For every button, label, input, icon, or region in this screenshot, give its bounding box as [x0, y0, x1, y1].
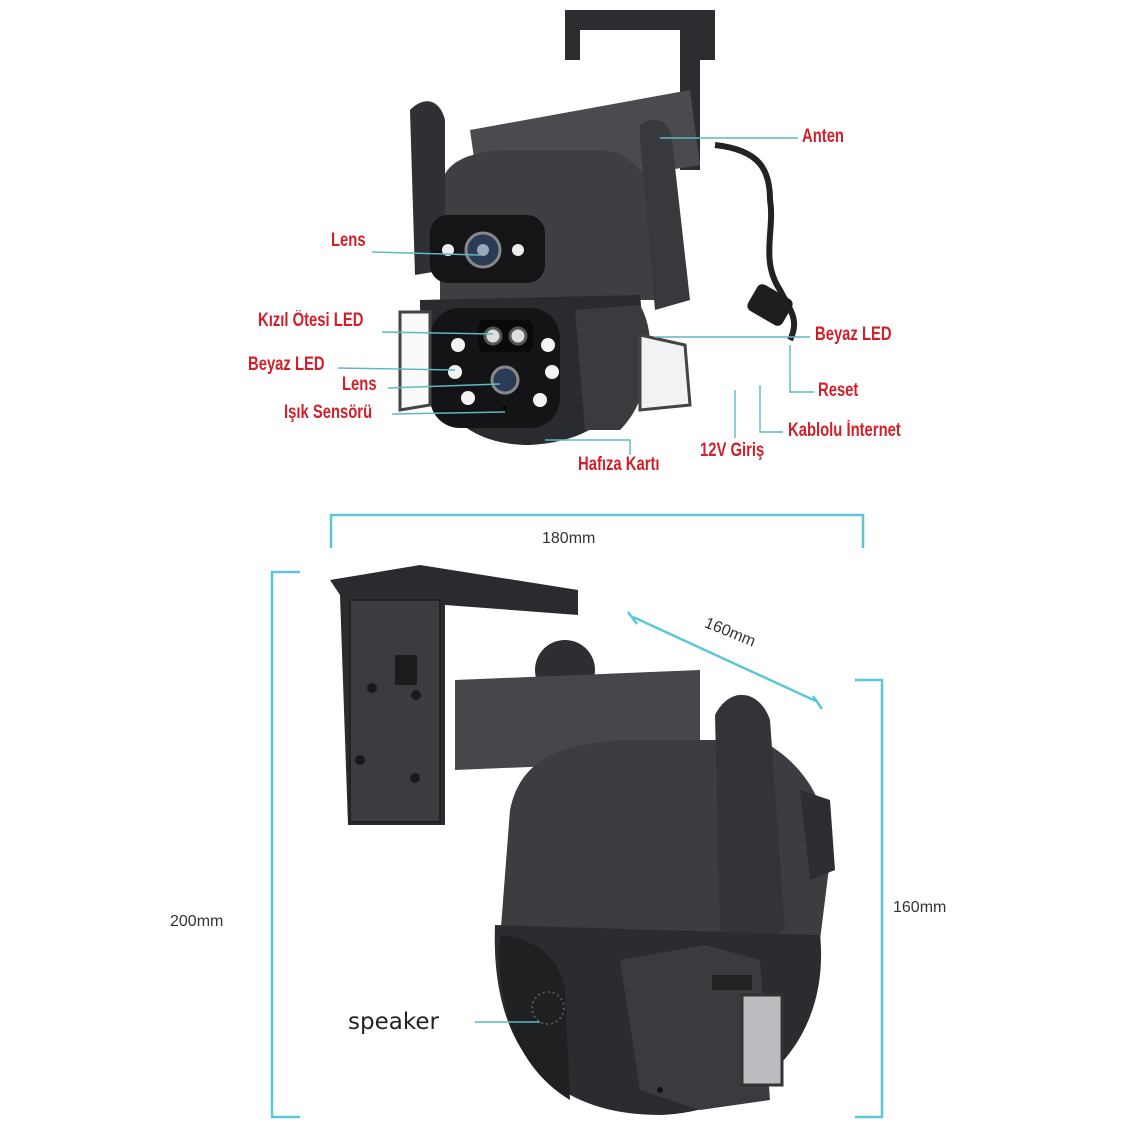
label-speaker: speaker: [348, 1009, 439, 1035]
top-camera: [398, 10, 798, 445]
dimension-height-total: 200mm: [170, 913, 224, 930]
label-white-led-left: Beyaz LED: [248, 354, 325, 375]
label-antenna: Anten: [802, 126, 844, 147]
dimension-width: 180mm: [542, 530, 596, 547]
label-power-input: 12V Giriş: [700, 440, 765, 461]
dimension-lines: [270, 513, 884, 1119]
label-memory-card: Hafıza Kartı: [578, 454, 660, 475]
label-lens-top: Lens: [331, 230, 366, 251]
label-reset: Reset: [818, 380, 859, 401]
label-lens-bottom: Lens: [342, 374, 377, 395]
label-wired-internet: Kablolu İnternet: [788, 420, 901, 441]
label-white-led-right: Beyaz LED: [815, 324, 892, 345]
label-ir-led: Kızıl Ötesi LED: [258, 310, 364, 331]
dimension-height-body: 160mm: [893, 899, 947, 916]
leader-lines: [337, 137, 814, 455]
label-light-sensor: Işık Sensörü: [284, 402, 373, 423]
bottom-camera: [330, 565, 835, 1115]
